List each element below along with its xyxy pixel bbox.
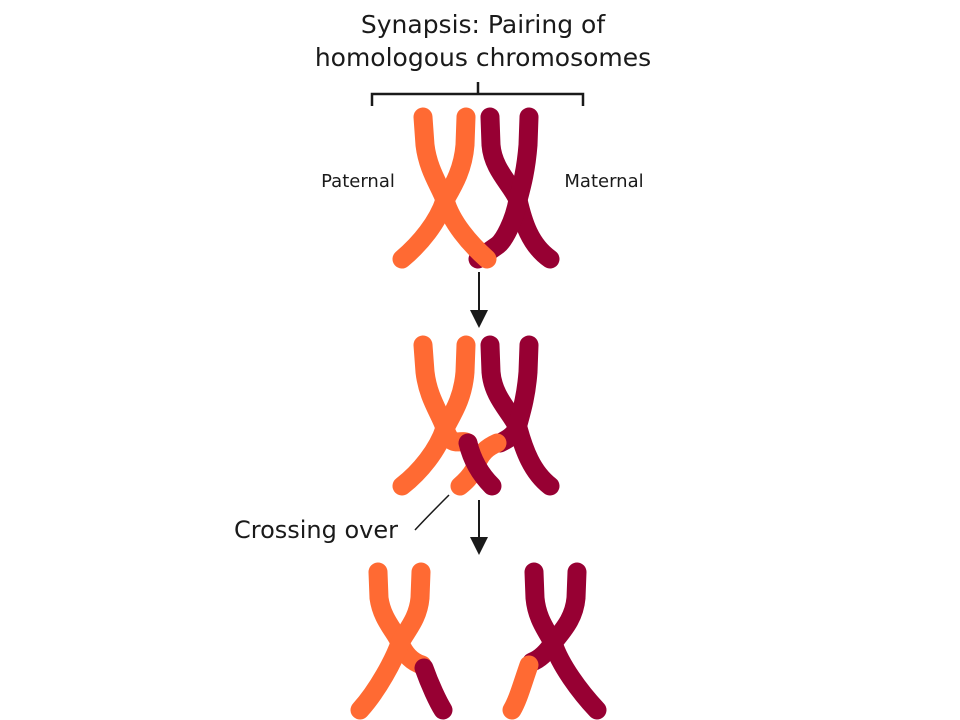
synapsis-bracket <box>370 82 585 106</box>
diagram-title-line-2: homologous chromosomes <box>315 43 651 72</box>
paternal-chromosome <box>392 335 502 496</box>
crossing-over-label: Crossing over <box>234 516 398 544</box>
diagram-title-line-1: Synapsis: Pairing of <box>361 10 606 39</box>
maternal-chromosome <box>468 107 560 269</box>
arrow-down-2 <box>470 500 488 555</box>
stage-crossing-over <box>392 335 560 496</box>
crossing-over-pointer <box>414 494 450 531</box>
arrow-down-1 <box>470 272 488 328</box>
recombinant-maternal-chromosome <box>502 562 607 720</box>
stage-recombinant-chromosomes <box>350 562 607 720</box>
stage-synapsis <box>392 107 560 269</box>
recombinant-paternal-chromosome <box>350 562 453 720</box>
maternal-label: Maternal <box>564 171 643 192</box>
paternal-chromosome <box>392 107 497 269</box>
paternal-label: Paternal <box>321 171 395 192</box>
